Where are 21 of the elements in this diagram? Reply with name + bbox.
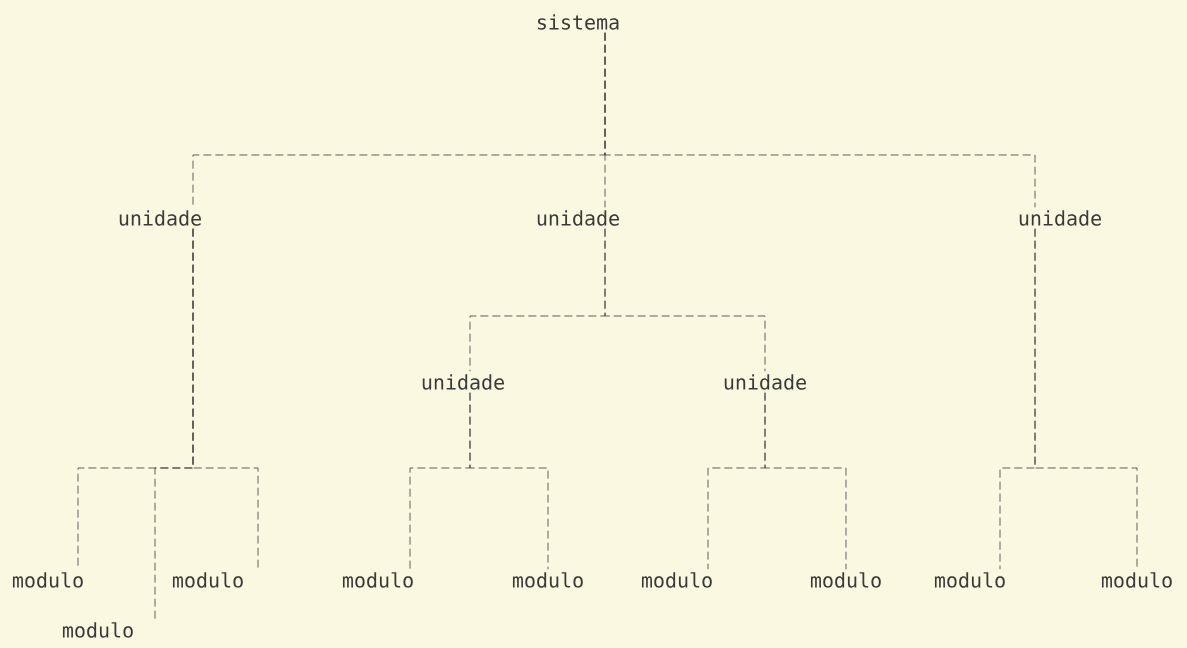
node-label: modulo (1101, 572, 1172, 588)
node-label: unidade (1019, 210, 1101, 226)
node-label: unidade (537, 210, 619, 226)
node-label: modulo (512, 572, 583, 588)
connector (604, 228, 766, 372)
node-label: modulo (62, 622, 133, 638)
node-label: modulo (342, 572, 413, 588)
node-label: unidade (724, 374, 806, 390)
connector (192, 228, 259, 570)
connector (764, 392, 847, 570)
node-label: modulo (172, 572, 243, 588)
node-label: sistema (537, 14, 619, 30)
node-label: unidade (119, 210, 201, 226)
node-label: unidade (422, 374, 504, 390)
connector (604, 32, 1036, 208)
node-label: modulo (641, 572, 712, 588)
node-label: modulo (934, 572, 1005, 588)
connector (469, 392, 549, 570)
connector (1034, 228, 1138, 570)
node-label: modulo (810, 572, 881, 588)
node-label: modulo (12, 572, 83, 588)
